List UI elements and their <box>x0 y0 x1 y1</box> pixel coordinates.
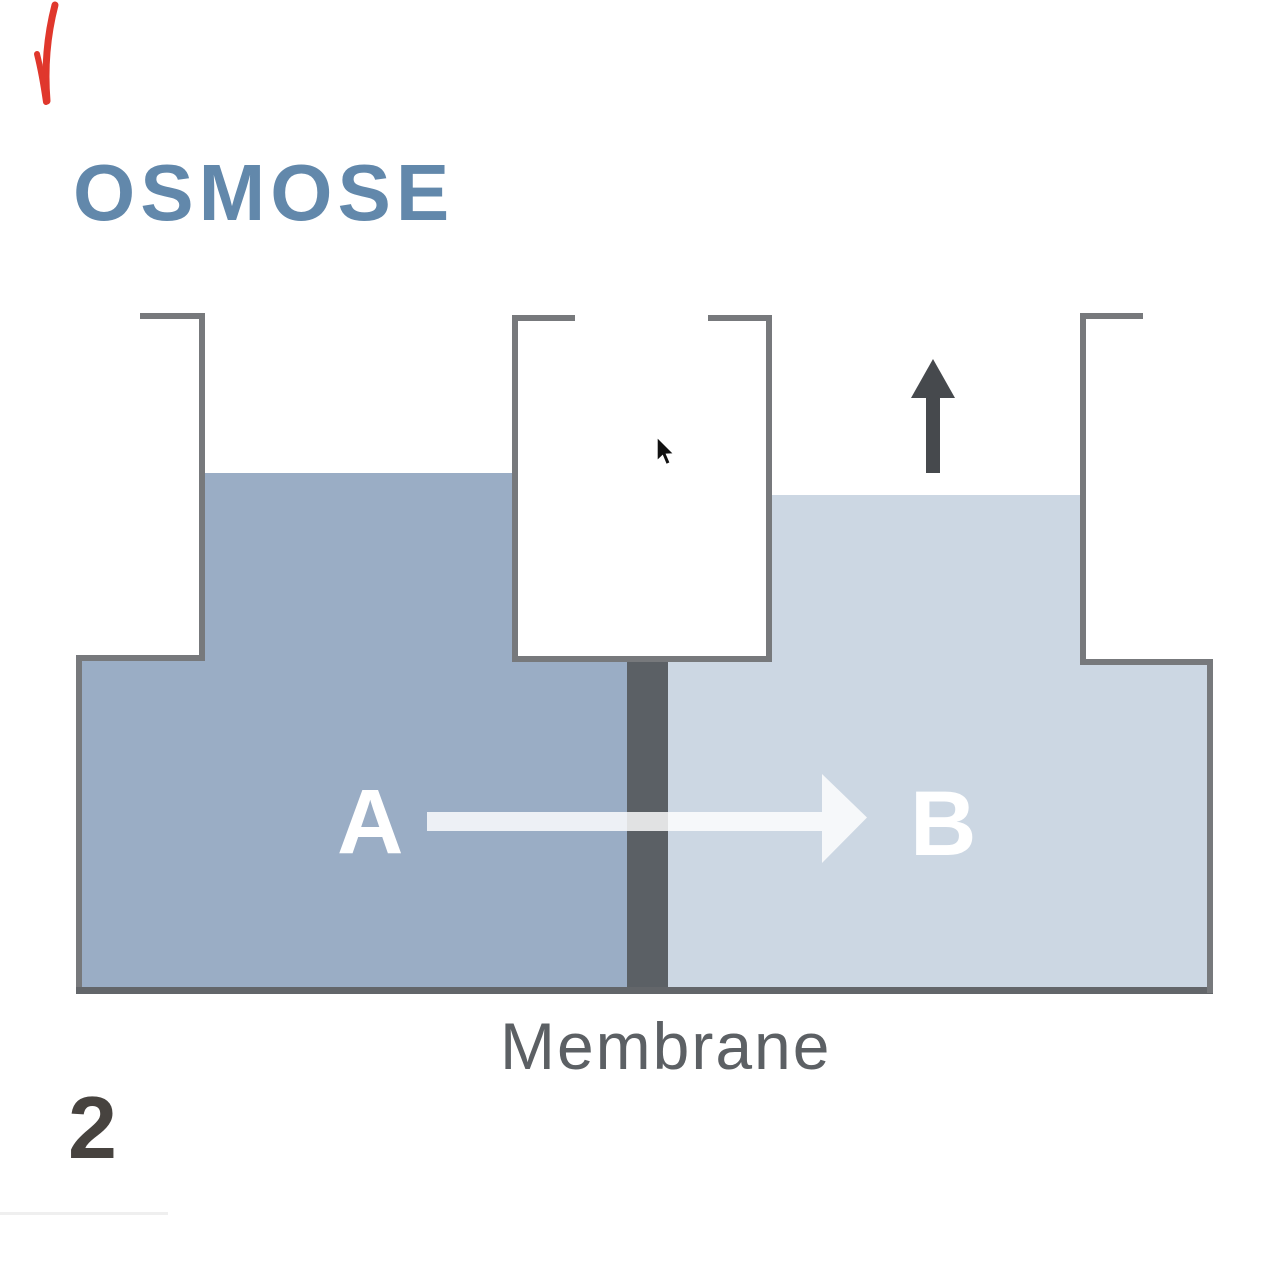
container-bottom <box>76 987 1213 994</box>
left-tube-lip <box>140 313 205 319</box>
up-arrow-icon <box>911 359 955 473</box>
outer-wall-right <box>1207 659 1213 993</box>
middle-tube-lip-left <box>512 315 575 321</box>
middle-tube-lip-right <box>708 315 772 321</box>
page-edge-line <box>0 1212 168 1215</box>
middle-tube <box>512 315 772 662</box>
membrane-caption: Membrane <box>500 1009 832 1083</box>
outer-wall-left <box>76 655 82 993</box>
chamber-a-label: A <box>337 771 404 873</box>
mouse-pointer-icon <box>656 436 676 466</box>
right-tube-wall <box>1080 313 1086 665</box>
page-number: 2 <box>68 1078 117 1177</box>
chamber-b-label: B <box>910 773 977 875</box>
left-shoulder <box>76 655 205 661</box>
right-tube-lip <box>1080 313 1143 319</box>
red-pen-mark-icon <box>34 1 59 105</box>
left-tube-wall <box>199 313 205 661</box>
right-arrow-icon <box>427 774 867 863</box>
right-shoulder <box>1080 659 1213 665</box>
page-title: OSMOSE <box>73 148 455 237</box>
